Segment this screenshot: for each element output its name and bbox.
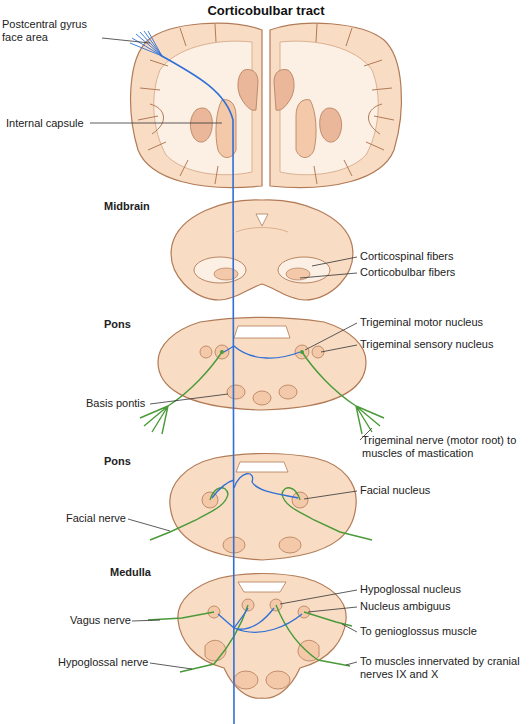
- anatomy-label: To muscles innervated by cranial nerves …: [360, 655, 528, 681]
- anatomy-label: Trigeminal nerve (motor root) to muscles…: [362, 434, 528, 460]
- section-label: Pons: [104, 318, 131, 331]
- anatomy-label: Hypoglossal nerve: [58, 656, 149, 669]
- anatomy-label: Corticobulbar fibers: [360, 266, 455, 279]
- section-label: Midbrain: [104, 200, 150, 213]
- section-label: Pons: [104, 455, 131, 468]
- anatomy-label: Nucleus ambiguus: [360, 600, 451, 613]
- anatomy-label: Corticospinal fibers: [360, 250, 454, 263]
- anatomy-label: To genioglossus muscle: [360, 625, 477, 638]
- section-label: Medulla: [110, 566, 151, 579]
- anatomy-label: Internal capsule: [6, 117, 84, 130]
- anatomy-label: Trigeminal motor nucleus: [360, 316, 483, 329]
- anatomy-label: Basis pontis: [86, 397, 145, 410]
- anatomy-label: Trigeminal sensory nucleus: [360, 338, 493, 351]
- anatomy-label: Vagus nerve: [70, 614, 131, 627]
- diagram-title: Corticobulbar tract: [0, 3, 532, 18]
- anatomy-label: Hypoglossal nucleus: [360, 583, 461, 596]
- anatomy-label: Facial nerve: [66, 512, 126, 525]
- anatomy-label: Facial nucleus: [360, 484, 430, 497]
- anatomy-label: Postcentral gyrus face area: [2, 18, 102, 44]
